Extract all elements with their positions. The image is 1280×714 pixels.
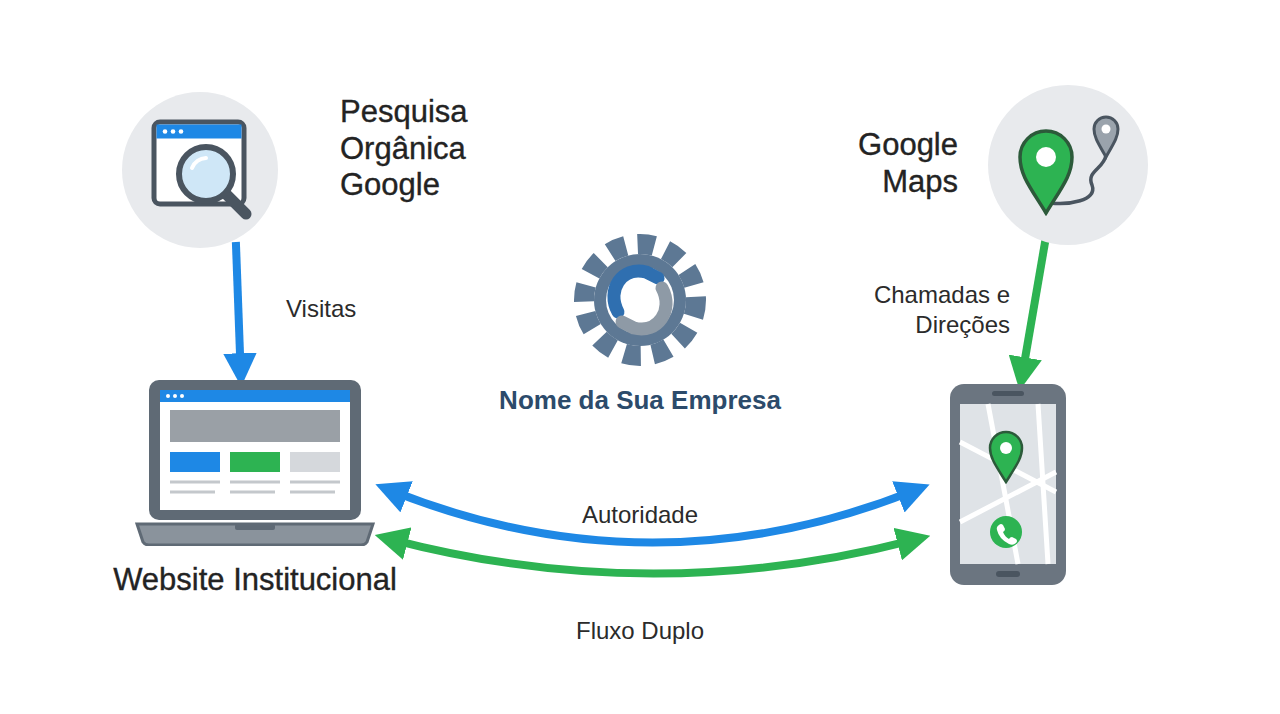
website-laptop: Website Institucional: [135, 378, 375, 546]
node-title: Google Maps: [792, 127, 958, 200]
edge-label: Fluxo Duplo: [572, 616, 708, 646]
search-icon: [122, 92, 278, 248]
node-title: Pesquisa Orgânica Google: [340, 94, 540, 204]
company-gear-logo: [560, 220, 720, 380]
laptop-illustration: [135, 378, 375, 546]
maps-icon: [988, 85, 1148, 245]
edge-label: Autoridade: [578, 500, 702, 530]
node-title: Website Institucional: [110, 562, 400, 599]
maps-circle: Google Maps: [988, 85, 1148, 245]
flow-arrow: [236, 242, 241, 370]
company-name: Nome da Sua Empresa: [400, 385, 880, 416]
edge-label: Visitas: [282, 294, 360, 324]
phone-illustration: [948, 382, 1068, 587]
flow-arrow: [1022, 239, 1045, 374]
search-circle: Pesquisa Orgânica Google: [122, 92, 278, 248]
flow-arrow: [391, 491, 914, 543]
edge-label: Chamadas e Direções: [836, 280, 1014, 340]
phone-device: [948, 382, 1068, 587]
flow-arrow: [391, 539, 914, 573]
